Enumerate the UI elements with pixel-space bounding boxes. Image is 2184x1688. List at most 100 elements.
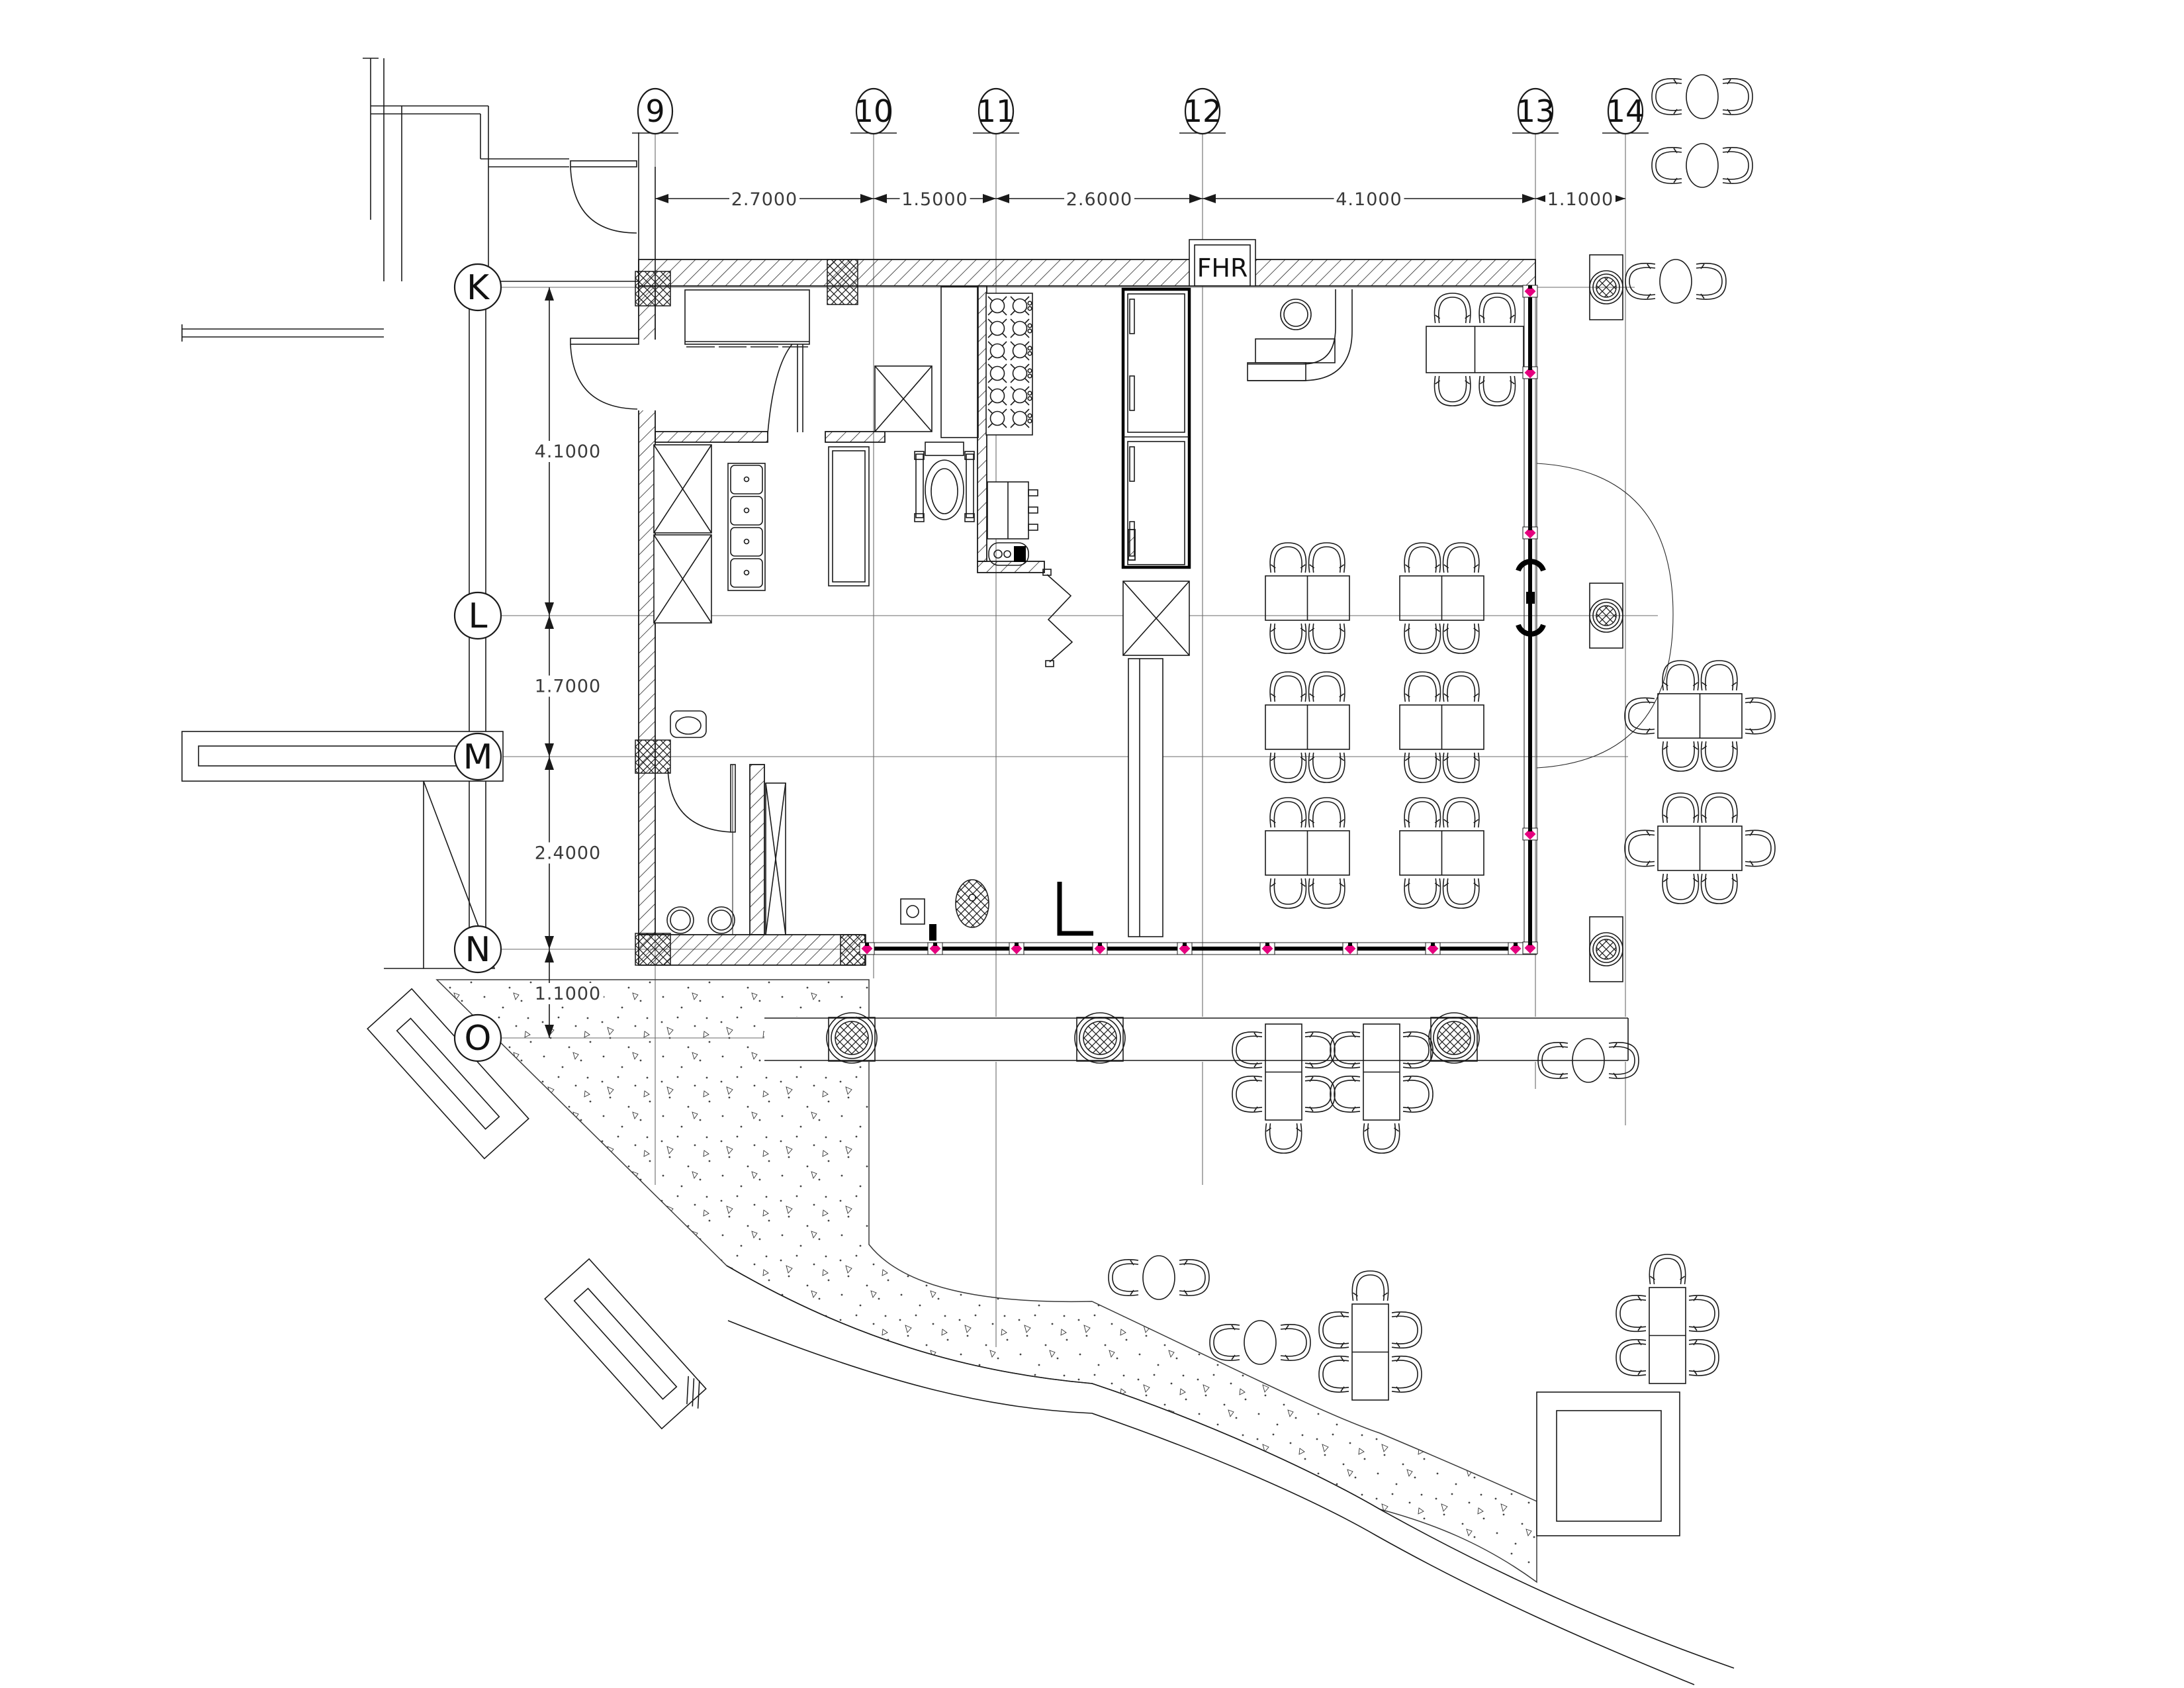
chair [1308,671,1345,702]
chair [1363,1123,1400,1154]
outdoor-dining-table [1649,1287,1686,1384]
chair [1308,878,1345,909]
chair [1624,829,1655,867]
chair [1269,671,1307,702]
outdoor-dining-table [1265,1023,1302,1121]
chair [1351,1270,1389,1301]
chair [1696,262,1727,301]
mullion-marker [1425,942,1441,955]
mullion-marker [1522,827,1538,841]
svg-text:K: K [467,268,490,308]
cafe-table-pair [1686,74,1719,119]
chair [1179,1258,1210,1297]
chair [1402,1075,1433,1113]
chair [1442,671,1480,702]
chair [1479,293,1516,324]
dining-table-4-seat [1426,326,1524,373]
chair [1662,873,1700,904]
accessible-toilet [914,442,975,522]
fire-hose-reel-cabinet: FHR [1189,239,1256,287]
chair [1269,542,1307,573]
chair [1404,542,1441,573]
chair [1404,797,1441,828]
dining-table-4-seat [1265,704,1350,750]
svg-text:M: M [463,737,493,777]
svg-text:2.4000: 2.4000 [535,843,601,864]
structural-column-round [1589,254,1623,320]
chair [1688,1338,1719,1376]
svg-text:L: L [469,596,488,636]
grid-bubble [453,1013,502,1062]
chair [1269,797,1307,828]
mullion-marker [1259,942,1275,955]
tall-fridge-cabinets [1121,287,1191,569]
terrace-colonnade-band [764,1017,1629,1062]
mullion-marker [927,942,943,955]
grid-bubble [637,87,674,135]
mullion-marker [1522,941,1538,955]
outdoor-dining-table [1657,693,1743,739]
grid-bubble [453,732,502,781]
mullion-marker [1009,942,1024,955]
chair [1265,1123,1302,1154]
cafe-table-pair [1572,1038,1605,1083]
chair [1722,77,1753,116]
terrace-column-round [1428,1012,1480,1064]
chair [1651,77,1682,116]
kitchen-equipment [653,286,1038,624]
chair [1308,623,1345,654]
chair [1479,375,1516,406]
chair [1280,1323,1311,1361]
terrace-column-round [826,1012,878,1064]
chair [1318,1355,1349,1393]
svg-text:1.1000: 1.1000 [1547,189,1614,210]
grid-bubble [453,925,502,974]
svg-text:1.1000: 1.1000 [535,984,601,1004]
chair [1442,542,1480,573]
site-context-walls [181,58,656,969]
cafe-table-pair [1244,1320,1277,1365]
chair [1308,542,1345,573]
chair [1700,741,1738,772]
chair [1615,1338,1647,1376]
svg-text:2.7000: 2.7000 [731,189,797,210]
plan-static-geometry [181,58,1735,1685]
chair [1269,878,1307,909]
cafe-table-pair [1686,143,1719,188]
cafe-table-pair [1142,1255,1175,1300]
grid-bubble [1517,87,1554,135]
range-stove-12-burner [985,293,1033,436]
chair [1433,293,1471,324]
chair [1662,741,1700,772]
chair [1722,146,1753,185]
chair [1404,752,1441,783]
structural-column-round [1589,916,1623,982]
chair [1404,671,1441,702]
grid-bubble [453,591,502,640]
grid-bubble [855,87,892,135]
grid-bubble [978,87,1015,135]
reception-counter [1247,289,1353,381]
chair [1232,1075,1263,1113]
walkway-planter [367,988,529,1160]
chair [1391,1311,1422,1349]
chair [1108,1258,1139,1297]
dining-table-4-seat [1399,830,1484,876]
chair [1700,792,1738,823]
grid-bubble [453,263,502,312]
chair [1688,1295,1719,1333]
svg-text:1.7000: 1.7000 [535,677,601,697]
svg-text:12: 12 [1183,93,1222,129]
svg-text:N: N [465,930,491,970]
chair [1308,797,1345,828]
cafe-table-pair [1659,259,1692,304]
svg-text:2.6000: 2.6000 [1066,189,1132,210]
stool [707,906,735,934]
grid-bubble [1184,87,1221,135]
mullion-marker [1092,942,1108,955]
outdoor-dining-table [1351,1303,1389,1401]
chair [1662,660,1700,691]
svg-text:O: O [465,1019,492,1058]
